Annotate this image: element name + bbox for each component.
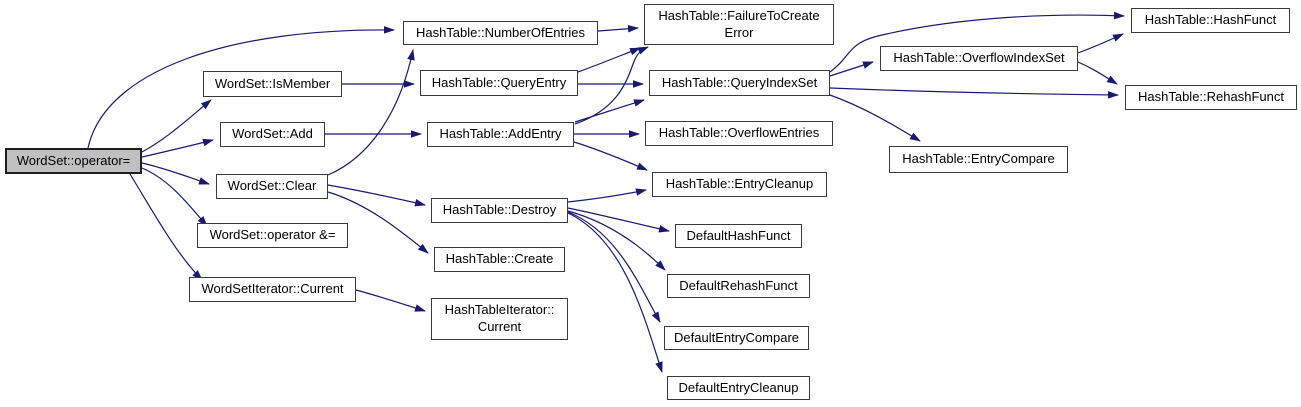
node-hashtable-queryentry[interactable]: HashTable::QueryEntry	[420, 70, 578, 96]
edge-operator-assign-to-ismember	[141, 99, 212, 153]
node-hashtable-queryindexset[interactable]: HashTable::QueryIndexSet	[649, 70, 830, 96]
node-hashtableiterator-current[interactable]: HashTableIterator:: Current	[431, 298, 568, 340]
node-hashtable-hashfunct[interactable]: HashTable::HashFunct	[1131, 8, 1290, 33]
node-wordset-operator-assign[interactable]: WordSet::operator=	[5, 148, 142, 174]
edge-clear-to-destroy	[327, 184, 426, 207]
edge-operator-assign-to-numberofentries	[87, 26, 395, 149]
edge-queryentry-to-failuretocreate	[577, 47, 641, 73]
edge-numberofentries-to-failuretocreate	[597, 24, 639, 33]
node-hashtable-overflowentries[interactable]: HashTable::OverflowEntries	[645, 121, 833, 146]
node-wordset-ismember[interactable]: WordSet::IsMember	[203, 71, 342, 97]
edge-addentry-to-failuretocreate	[574, 46, 649, 125]
node-hashtable-create[interactable]: HashTable::Create	[434, 247, 565, 272]
node-hashtable-entrycompare[interactable]: HashTable::EntryCompare	[889, 146, 1068, 173]
edge-destroy-to-defaultrehashfunct	[567, 210, 666, 271]
edge-operator-assign-to-operator-and	[141, 167, 208, 227]
node-hashtable-destroy[interactable]: HashTable::Destroy	[431, 198, 568, 223]
edge-operator-assign-to-add	[141, 138, 214, 158]
edge-destroy-to-defaulthashfunct	[567, 207, 670, 233]
edge-clear-to-numberofentries	[327, 49, 415, 176]
node-hashtable-numberofentries[interactable]: HashTable::NumberOfEntries	[403, 21, 598, 45]
node-wordset-clear[interactable]: WordSet::Clear	[216, 174, 328, 199]
node-hashtable-failuretocreateerror[interactable]: HashTable::FailureToCreate Error	[644, 4, 834, 45]
edge-addentry-to-queryindexset	[574, 99, 645, 123]
edge-operator-assign-to-clear	[141, 162, 210, 185]
node-defaultentrycompare[interactable]: DefaultEntryCompare	[664, 326, 809, 350]
edge-overflowindexset-to-rehashfunct	[1077, 61, 1118, 85]
node-defaulthashfunct[interactable]: DefaultHashFunct	[675, 224, 802, 248]
edge-destroy-to-defaultentrycleanup	[567, 212, 663, 373]
edge-operator-assign-to-wsiter-current	[129, 173, 203, 281]
node-hashtable-entrycleanup[interactable]: HashTable::EntryCleanup	[652, 172, 827, 197]
edge-wsiter-current-to-htiter-current	[355, 289, 426, 312]
node-wordsetiterator-current[interactable]: WordSetIterator::Current	[189, 277, 356, 302]
node-defaultentrycleanup[interactable]: DefaultEntryCleanup	[667, 376, 810, 400]
node-wordset-add[interactable]: WordSet::Add	[220, 122, 325, 147]
node-defaultrehashfunct[interactable]: DefaultRehashFunct	[667, 274, 810, 298]
edge-addentry-to-entrycleanup	[573, 141, 648, 171]
node-hashtable-overflowindexset[interactable]: HashTable::OverflowIndexSet	[880, 46, 1078, 71]
node-wordset-operator-and-assign[interactable]: WordSet::operator &=	[197, 223, 348, 248]
node-hashtable-rehashfunct[interactable]: HashTable::RehashFunct	[1125, 85, 1297, 110]
edge-overflowindexset-to-hashfunct	[1077, 33, 1124, 54]
edge-clear-to-create	[327, 191, 429, 254]
edge-destroy-to-defaultentrycompare	[567, 211, 661, 323]
edge-queryindexset-to-overflowindexset	[829, 61, 874, 77]
edge-queryindexset-to-hashfunct	[829, 11, 1125, 73]
edge-queryindexset-to-entrycompare	[829, 94, 921, 142]
edge-destroy-to-entrycleanup	[567, 188, 647, 203]
node-hashtable-addentry[interactable]: HashTable::AddEntry	[427, 122, 574, 147]
edge-queryindexset-to-rehashfunct	[829, 87, 1119, 99]
